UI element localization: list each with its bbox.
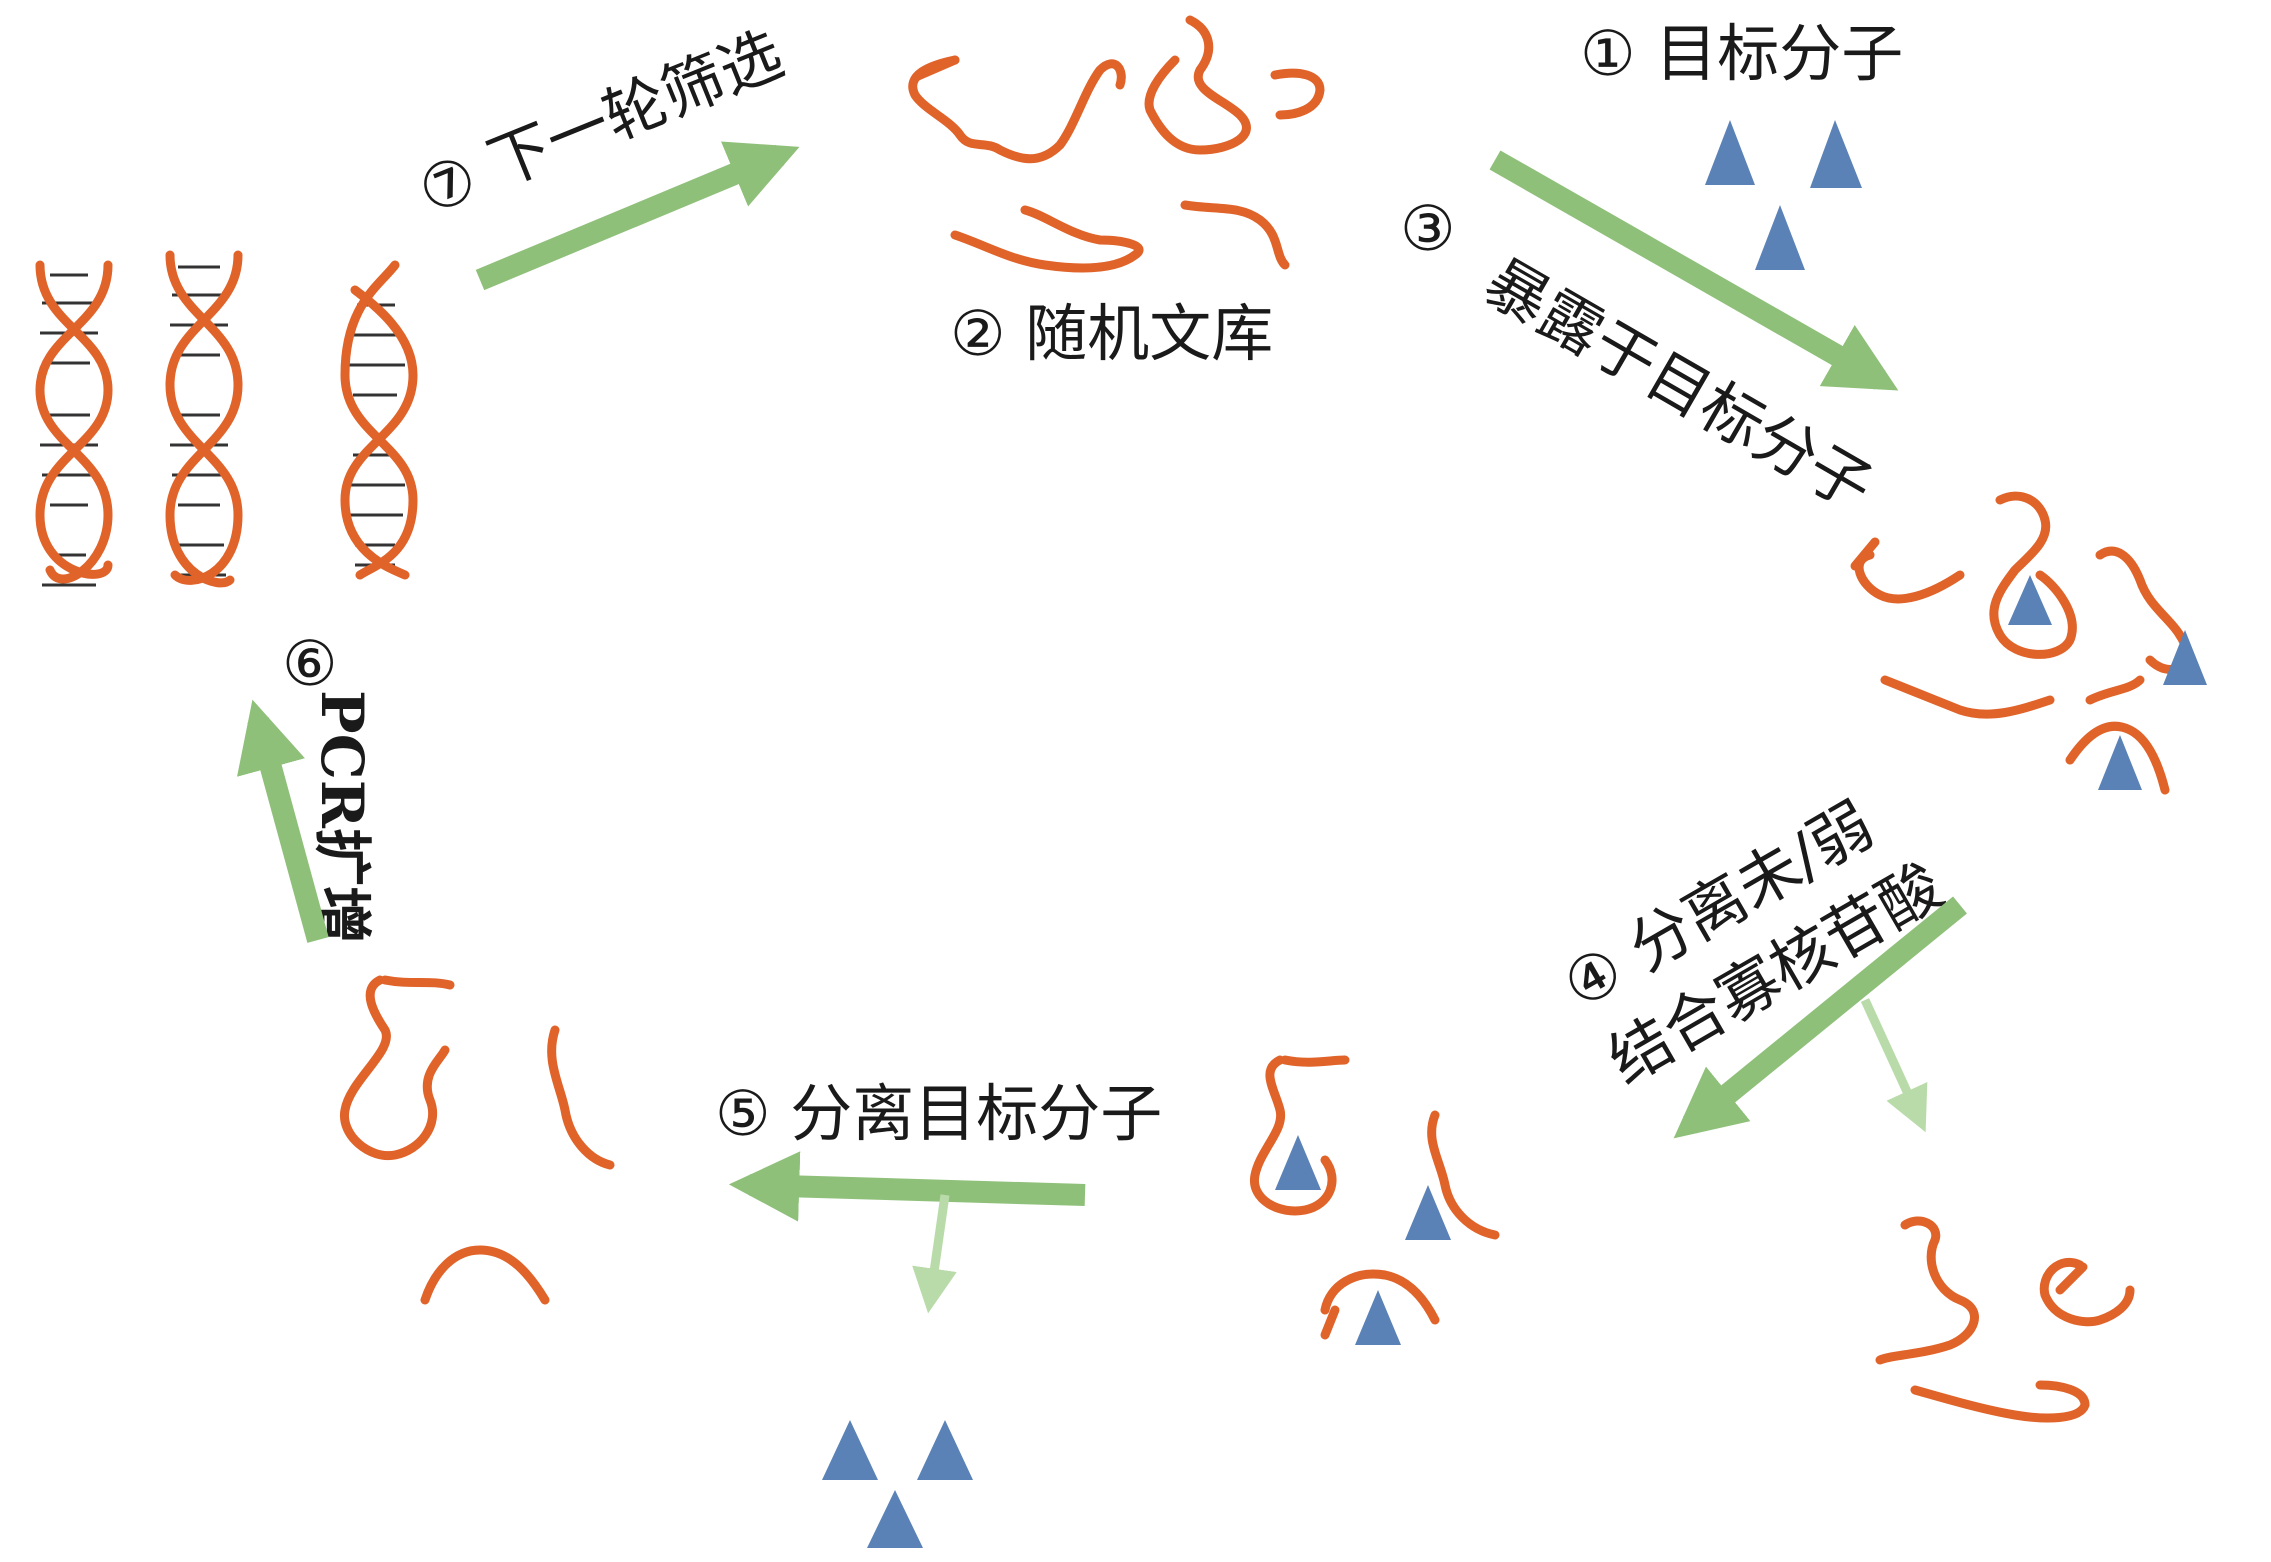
random-library-oligos xyxy=(908,15,1325,273)
label-random-library: ② 随机文库 xyxy=(950,297,1273,370)
target-triangle xyxy=(822,1420,878,1480)
target-triangle xyxy=(917,1420,973,1480)
arrow-target-discard xyxy=(912,1194,957,1314)
target-molecules-free xyxy=(1705,120,1862,270)
selected-oligos xyxy=(340,975,615,1305)
target-triangle xyxy=(2098,735,2142,790)
arrow-expose xyxy=(1489,150,1899,391)
dna-helix xyxy=(35,260,113,587)
bound-complex xyxy=(1850,491,2207,795)
label-pcr-amplification: PCR扩增 xyxy=(308,690,376,944)
label-expose-to-target: 暴露于目标分子 xyxy=(1473,245,1885,525)
target-triangle xyxy=(867,1490,923,1548)
dna-helix xyxy=(165,250,243,588)
label-target-molecule: ① 目标分子 xyxy=(1580,17,1903,90)
label-next-round: ⑦ 下一轮筛选 xyxy=(408,17,793,229)
arrow-next-round xyxy=(475,141,800,291)
target-triangle xyxy=(1810,120,1862,188)
target-triangle xyxy=(1275,1135,1321,1190)
label-step6-number: ⑥ xyxy=(282,627,338,700)
target-triangle xyxy=(1755,205,1805,270)
target-triangle xyxy=(2008,575,2052,625)
bound-oligos-with-targets xyxy=(1250,1055,1500,1345)
unbound-oligos xyxy=(1875,1216,2135,1423)
label-separate-target: ⑤ 分离目标分子 xyxy=(715,1077,1162,1150)
arrow-pcr xyxy=(237,699,329,943)
separated-targets xyxy=(822,1420,973,1548)
target-triangle xyxy=(2163,630,2207,685)
label-step3-number: ③ xyxy=(1400,192,1456,265)
dna-helix xyxy=(340,260,418,580)
arrow-separate-target xyxy=(728,1151,1086,1222)
arrow-separate-unbound xyxy=(1673,896,1967,1139)
target-triangle xyxy=(1705,120,1755,185)
arrow-unbound-discard xyxy=(1860,998,1928,1133)
target-triangle xyxy=(1405,1185,1451,1240)
target-triangle xyxy=(1355,1290,1401,1345)
